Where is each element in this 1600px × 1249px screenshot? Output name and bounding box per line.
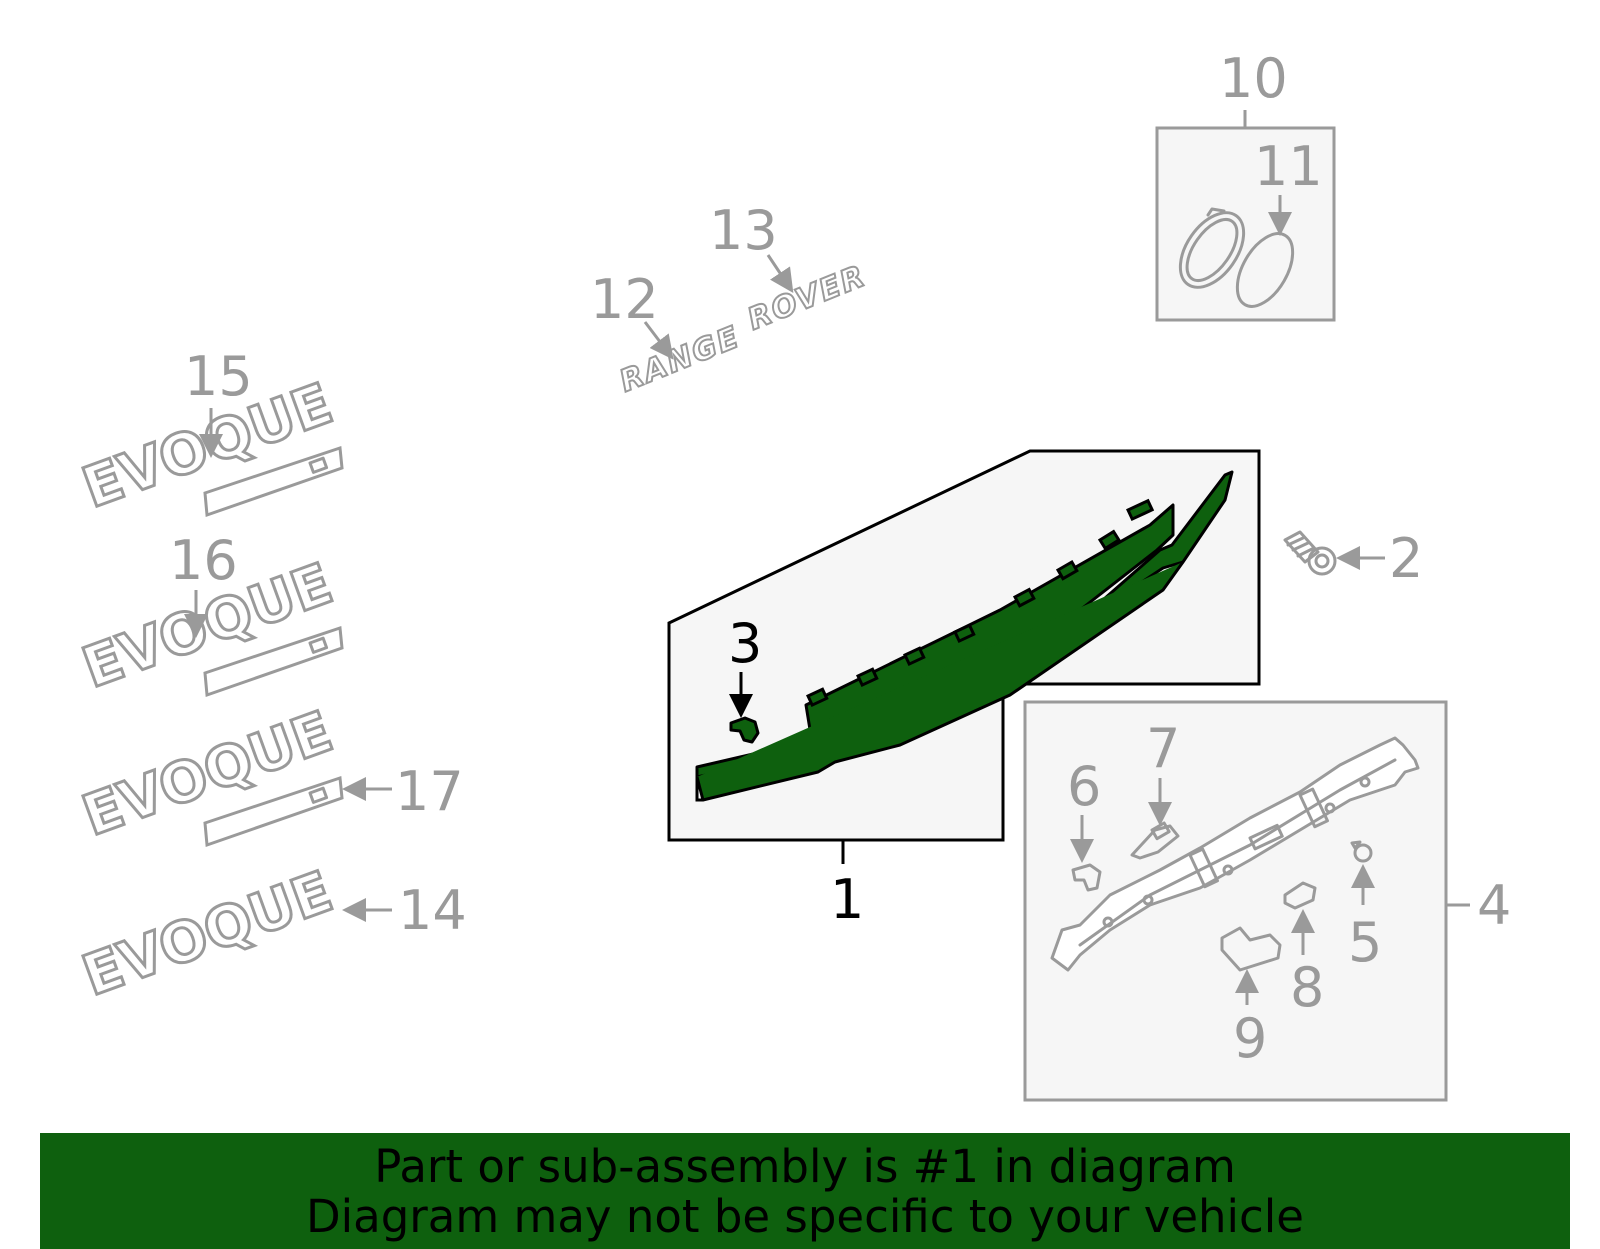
callout-16: 16 <box>169 529 238 592</box>
bumper-molding-part <box>695 470 1234 802</box>
callout-14: 14 <box>398 879 467 942</box>
callout-4: 4 <box>1477 874 1511 937</box>
callout-7: 7 <box>1146 717 1180 780</box>
push-pin-icon <box>1350 840 1375 905</box>
range-badge-text: RANGE <box>615 320 745 400</box>
group-box-10 <box>1155 110 1336 322</box>
callout-13: 13 <box>709 199 778 262</box>
group-box-4 <box>1023 700 1470 1102</box>
highlight-panel-1 <box>667 449 1261 864</box>
evoque-badge-text: EVOQUE <box>75 859 341 1009</box>
banner-line-1: Part or sub-assembly is #1 in diagram <box>374 1140 1236 1193</box>
callout-9: 9 <box>1233 1007 1267 1070</box>
screw-icon <box>1283 530 1385 576</box>
callout-10: 10 <box>1219 47 1288 110</box>
pad-icon <box>1283 881 1317 955</box>
reinforcement-bracket-icon <box>1050 736 1420 972</box>
callout-5: 5 <box>1348 911 1382 974</box>
callout-15: 15 <box>184 345 253 408</box>
mounting-bracket-icon <box>1130 778 1180 860</box>
callout-12: 12 <box>590 268 659 331</box>
callout-2: 2 <box>1389 527 1423 590</box>
callout-11: 11 <box>1254 135 1323 198</box>
evoque-badge-14: EVOQUE <box>73 858 392 1011</box>
fog-lamp-bezel-icon <box>1178 207 1246 289</box>
rover-badge-text: ROVER <box>743 258 871 337</box>
callout-6: 6 <box>1067 755 1101 818</box>
callout-17: 17 <box>395 760 464 823</box>
range-badge: RANGE <box>614 319 746 401</box>
clip-icon <box>729 716 760 744</box>
info-banner: Part or sub-assembly is #1 in diagram Di… <box>40 1133 1570 1249</box>
callout-1: 1 <box>830 868 864 931</box>
callout-3: 3 <box>728 612 762 675</box>
evoque-badge-17: EVOQUE <box>73 698 392 851</box>
rover-badge: ROVER <box>742 254 872 338</box>
callout-8: 8 <box>1290 956 1324 1019</box>
retainer-clip-icon <box>1070 815 1102 892</box>
shield-bracket-icon <box>1220 926 1282 1005</box>
banner-line-2: Diagram may not be specific to your vehi… <box>306 1190 1304 1243</box>
